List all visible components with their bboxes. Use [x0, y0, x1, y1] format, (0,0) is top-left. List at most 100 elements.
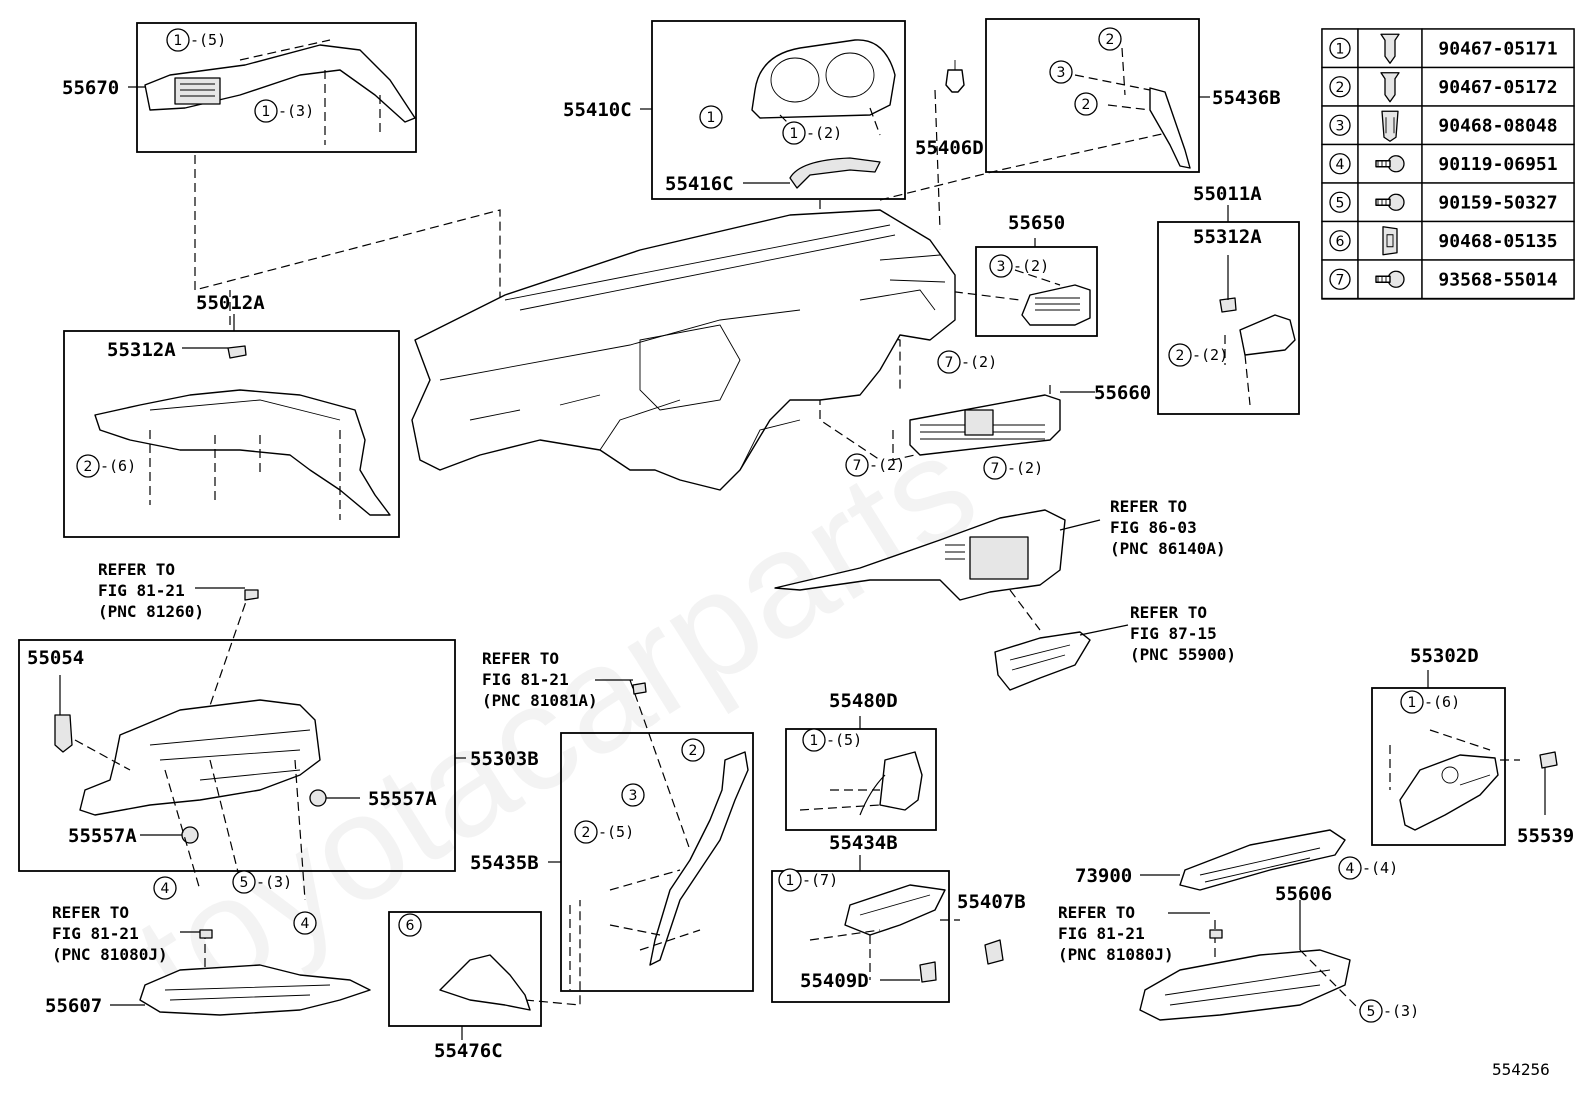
callout-qty: -(3) — [1383, 1002, 1419, 1020]
svg-text:(PNC 81081A): (PNC 81081A) — [482, 691, 598, 710]
refer-fig81-81080j-right: REFER TO FIG 81-21 (PNC 81080J) — [1058, 903, 1174, 964]
callout-qty: -(2) — [1013, 257, 1049, 275]
bolt-icon — [1375, 155, 1405, 173]
callout-qty: -(3) — [256, 873, 292, 891]
callout-c73900: 4-(4) — [1338, 856, 1398, 880]
part-labels: 55670 55410C 55416C 55406D 55436B 55011A… — [27, 77, 1574, 1062]
box-55650 — [975, 246, 1098, 337]
part-radio-panel-drawing — [774, 509, 1066, 601]
callout-circle — [802, 728, 826, 752]
callout-qty: -(5) — [190, 31, 226, 49]
callout-number: 5 — [1367, 1004, 1376, 1020]
callout-number: 7 — [853, 458, 862, 474]
spring-clip-icon — [1381, 110, 1399, 142]
callout-circle — [293, 911, 317, 935]
part-73900-drawing — [1179, 829, 1346, 891]
callout-c55302: 1-(6) — [1400, 690, 1460, 714]
callout-number: 1 — [174, 33, 183, 49]
callout-c55660b: 7-(2) — [845, 453, 905, 477]
callout-circle — [232, 870, 256, 894]
fastener-row: 6 90468-05135 — [1321, 220, 1575, 261]
refer-fig81-81081a: REFER TO FIG 81-21 (PNC 81081A) — [482, 649, 598, 710]
svg-text:FIG 86-03: FIG 86-03 — [1110, 518, 1197, 537]
refer-fig81-81080j-left: REFER TO FIG 81-21 (PNC 81080J) — [52, 903, 168, 964]
fastener-number-circle — [1329, 114, 1351, 136]
callout-circle — [1338, 856, 1362, 880]
fastener-part-number: 90467-05171 — [1438, 38, 1557, 59]
callout-number: 7 — [945, 355, 954, 371]
callout-circle — [1074, 92, 1098, 116]
label-55435b: 55435B — [470, 852, 539, 874]
callout-c55011: 2 -(2) — [1168, 343, 1228, 367]
fastener-callouts: 1-(5)1-(3)11-(2)2323-(2)7-(2)7-(2)7-(2)2… — [76, 27, 1460, 1023]
callout-c55303c: 4 — [293, 911, 317, 935]
callout-number: 1 — [786, 873, 795, 889]
callout-circle — [398, 913, 422, 937]
box-55410c — [651, 20, 906, 200]
svg-text:(PNC 86140A): (PNC 86140A) — [1110, 539, 1226, 558]
svg-text:REFER TO: REFER TO — [1130, 603, 1207, 622]
callout-number: 2 — [1106, 32, 1115, 48]
label-55054: 55054 — [27, 647, 84, 669]
fastener-number: 7 — [1336, 272, 1345, 288]
callout-circle — [989, 254, 1013, 278]
callout-circle — [254, 99, 278, 123]
label-55670: 55670 — [62, 77, 119, 99]
part-55011a-drawing — [1219, 297, 1296, 406]
callout-number: 2 — [1176, 348, 1185, 364]
box-55302d — [1371, 687, 1506, 846]
part-55650-drawing — [1014, 269, 1091, 326]
callout-number: 1 — [810, 733, 819, 749]
callout-c55303b: 5-(3) — [232, 870, 292, 894]
callout-c55650: 3-(2) — [989, 254, 1049, 278]
callout-circle — [621, 783, 645, 807]
part-55670-drawing — [144, 39, 416, 145]
callout-c55670a: 1 -(5) — [166, 28, 226, 52]
callout-c55435b: 3 — [621, 783, 645, 807]
svg-text:FIG 87-15: FIG 87-15 — [1130, 624, 1217, 643]
callout-c55606: 5 -(3) — [1359, 999, 1419, 1023]
part-55480d-drawing — [799, 751, 923, 816]
svg-text:REFER TO: REFER TO — [98, 560, 175, 579]
refer-labels: REFER TO FIG 86-03 (PNC 86140A) REFER TO… — [52, 497, 1236, 964]
callout-number: 2 — [689, 743, 698, 759]
callout-circle — [983, 456, 1007, 480]
fastener-number: 6 — [1336, 234, 1345, 250]
callout-qty: -(6) — [100, 457, 136, 475]
callout-circle — [166, 28, 190, 52]
fastener-number-circle — [1329, 268, 1351, 290]
label-55480d: 55480D — [829, 690, 898, 712]
callout-number: 2 — [1082, 97, 1091, 113]
label-55434b: 55434B — [829, 832, 898, 854]
svg-text:REFER TO: REFER TO — [482, 649, 559, 668]
svg-text:(PNC 81080J): (PNC 81080J) — [1058, 945, 1174, 964]
label-55416c: 55416C — [665, 173, 734, 195]
box-55303b — [18, 639, 456, 872]
label-73900: 73900 — [1075, 865, 1132, 887]
label-55557a-left: 55557A — [68, 825, 137, 847]
callout-circle — [778, 868, 802, 892]
callout-c55410a: 1 — [699, 105, 723, 129]
figure-code: 554256 — [1492, 1060, 1550, 1079]
label-55660: 55660 — [1094, 382, 1151, 404]
fastener-part-number: 90159-50327 — [1438, 192, 1557, 213]
fastener-part-number: 90468-05135 — [1438, 231, 1557, 252]
label-55410c: 55410C — [563, 99, 632, 121]
label-55607: 55607 — [45, 995, 102, 1017]
callout-qty: -(7) — [802, 871, 838, 889]
refer-fig81-81260: REFER TO FIG 81-21 (PNC 81260) — [98, 560, 204, 621]
label-55012a: 55012A — [196, 292, 265, 314]
callout-number: 1 — [1408, 695, 1417, 711]
callout-circle — [782, 121, 806, 145]
label-55303b: 55303B — [470, 748, 539, 770]
callout-number: 1 — [262, 104, 271, 120]
callout-c55480: 1-(5) — [802, 728, 862, 752]
callout-qty: -(2) — [1192, 346, 1228, 364]
part-55435b-drawing — [569, 682, 749, 990]
svg-text:FIG 81-21: FIG 81-21 — [52, 924, 139, 943]
callout-number: 1 — [707, 110, 716, 126]
label-55312a-left: 55312A — [107, 339, 176, 361]
